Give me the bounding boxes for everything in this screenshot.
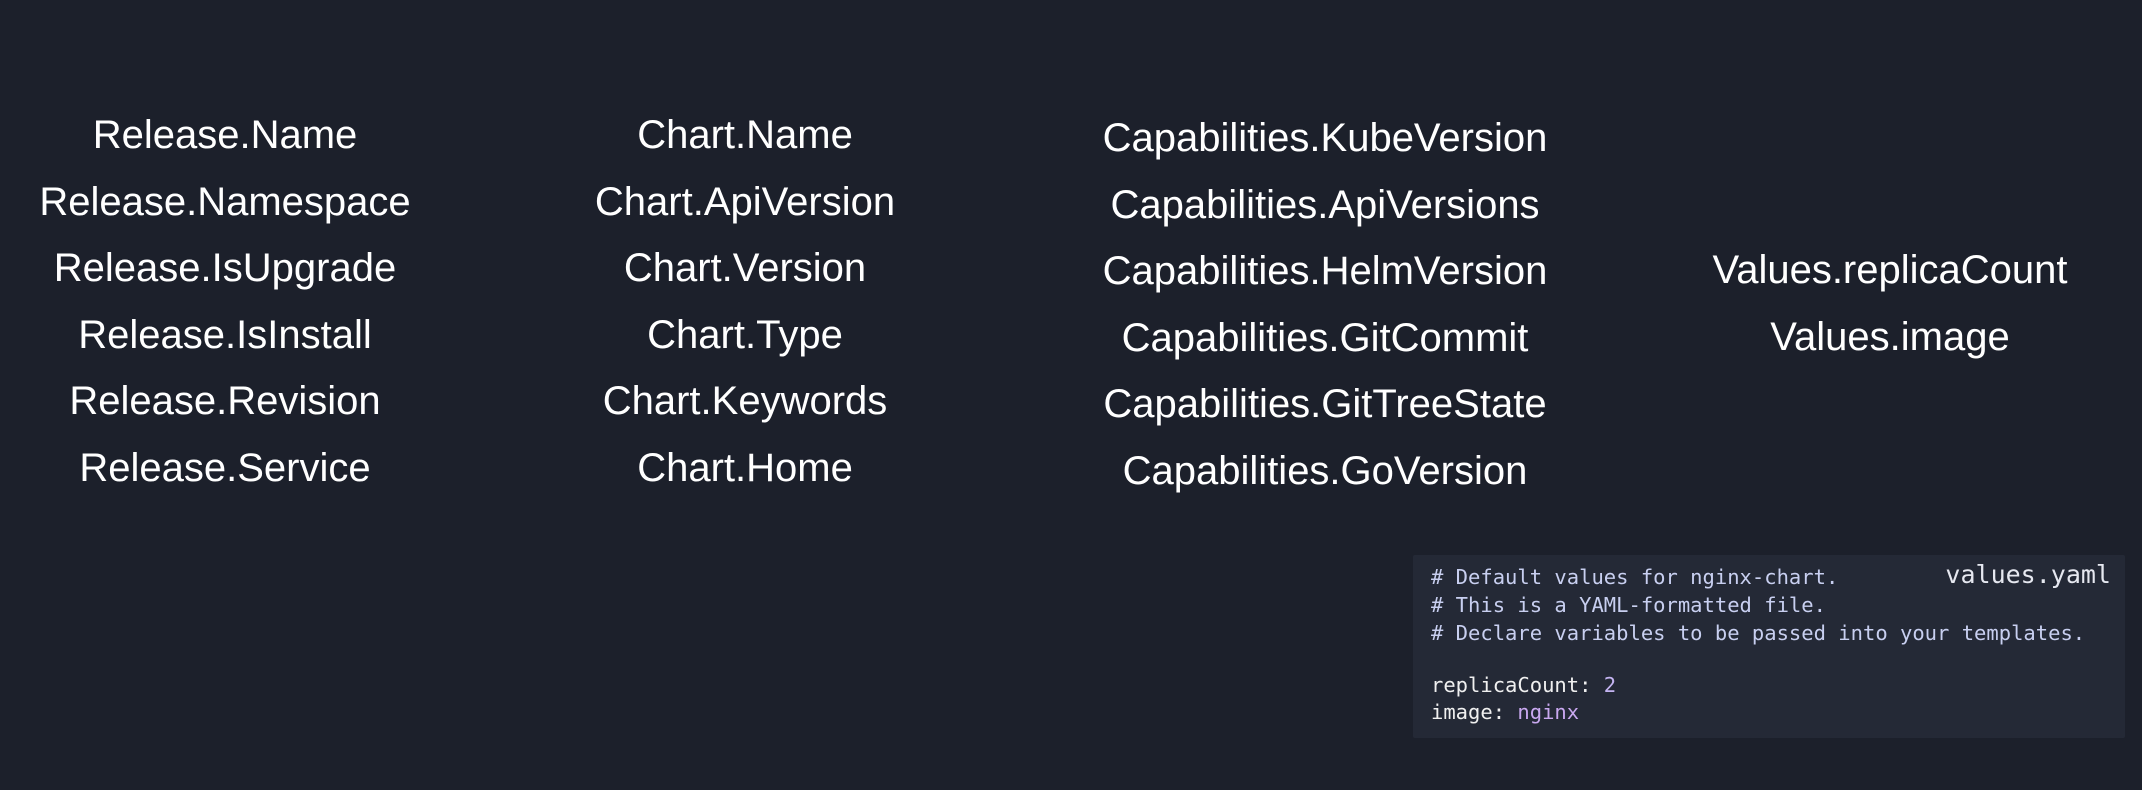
chart-objects-column: Chart.Name Chart.ApiVersion Chart.Versio… [570, 115, 920, 488]
release-isupgrade: Release.IsUpgrade [53, 246, 397, 290]
chart-apiversion: Chart.ApiVersion [594, 179, 896, 224]
chart-version: Chart.Version [623, 246, 867, 290]
values-yaml-code-panel: values.yaml # Default values for nginx-c… [1413, 555, 2125, 738]
code-comment-line: # Declare variables to be passed into yo… [1431, 621, 2086, 645]
code-entry-replicacount: replicaCount: 2 [1431, 673, 1616, 697]
capabilities-kubeversion: Capabilities.KubeVersion [1102, 116, 1548, 160]
chart-keywords: Chart.Keywords [602, 379, 888, 423]
values-image: Values.image [1770, 314, 2010, 359]
values-replicacount: Values.replicaCount [1712, 248, 2068, 292]
yaml-key: replicaCount [1431, 673, 1580, 697]
code-comment-line: # This is a YAML-formatted file. [1431, 593, 1826, 617]
capabilities-apiversions: Capabilities.ApiVersions [1110, 182, 1540, 227]
yaml-colon: : [1492, 700, 1518, 724]
yaml-value: 2 [1603, 673, 1617, 697]
release-objects-column: Release.Name Release.Namespace Release.I… [25, 115, 425, 488]
release-name: Release.Name [92, 113, 358, 157]
values-objects-column: Values.replicaCount Values.image [1685, 250, 2095, 357]
yaml-value: nginx [1517, 700, 1580, 724]
release-isinstall: Release.IsInstall [78, 312, 372, 357]
capabilities-helmversion: Capabilities.HelmVersion [1102, 249, 1548, 293]
chart-name: Chart.Name [637, 113, 853, 157]
release-revision: Release.Revision [69, 379, 381, 423]
yaml-key: image [1431, 700, 1493, 724]
chart-type: Chart.Type [647, 312, 843, 357]
yaml-colon: : [1579, 673, 1604, 697]
capabilities-goversion: Capabilities.GoVersion [1122, 448, 1528, 493]
chart-home: Chart.Home [637, 445, 853, 490]
capabilities-objects-column: Capabilities.KubeVersion Capabilities.Ap… [1065, 118, 1585, 491]
capabilities-gitcommit: Capabilities.GitCommit [1121, 315, 1529, 360]
file-label: values.yaml [1945, 560, 2111, 589]
code-comment-line: # Default values for nginx-chart. [1431, 565, 1839, 589]
release-namespace: Release.Namespace [39, 179, 411, 224]
capabilities-gittreestate: Capabilities.GitTreeState [1103, 382, 1547, 426]
code-entry-image: image: nginx [1431, 700, 1579, 724]
release-service: Release.Service [79, 445, 371, 490]
